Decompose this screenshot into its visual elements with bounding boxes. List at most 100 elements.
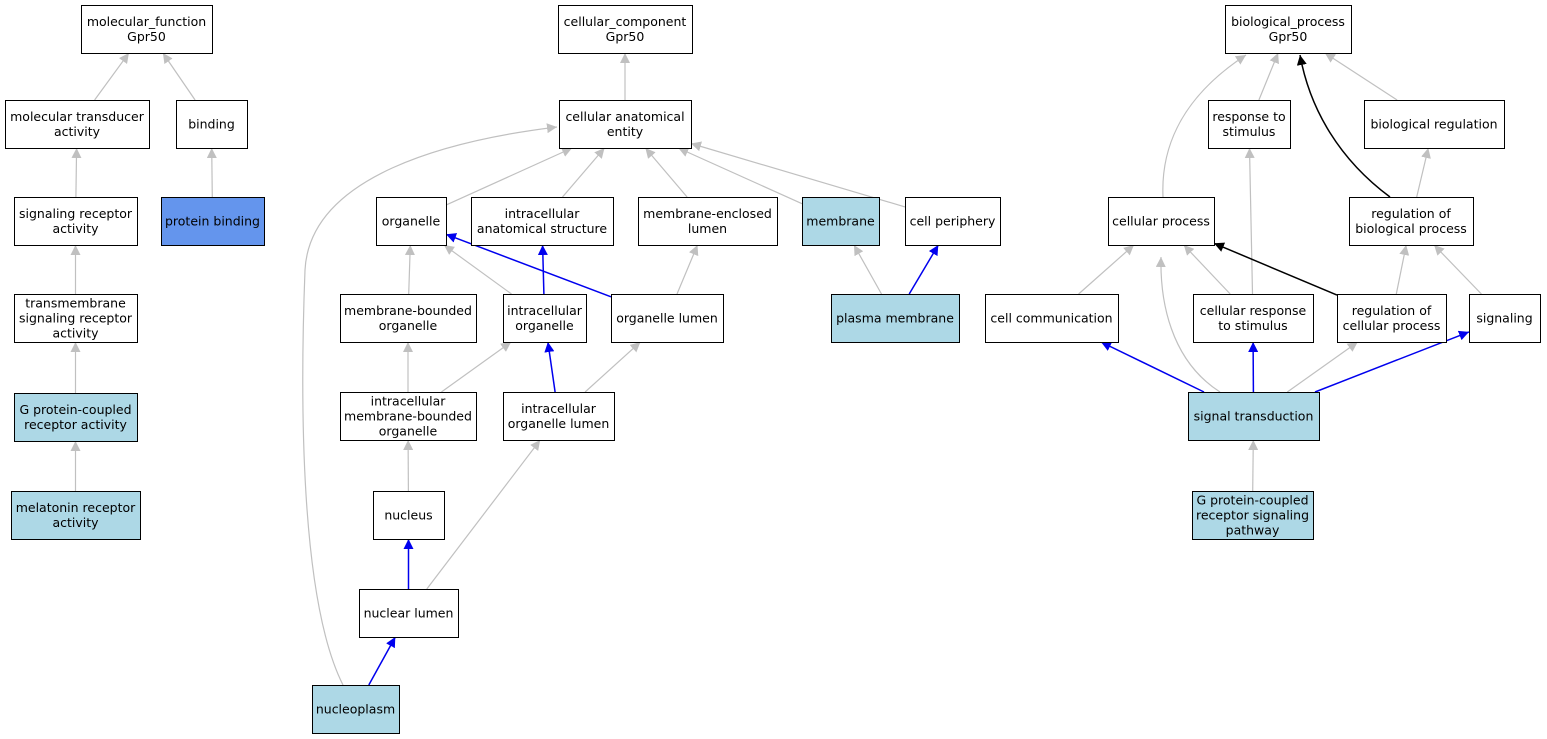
node-label-line: Gpr50 [1269, 29, 1308, 44]
node-box[interactable] [176, 100, 248, 149]
node-organelle[interactable]: organelle [376, 197, 447, 246]
node-label-line: stimulus [1223, 124, 1276, 139]
node-label-line: nucleoplasm [316, 702, 395, 717]
node-box[interactable] [11, 491, 141, 540]
node-pm[interactable]: plasma membrane [831, 294, 960, 343]
node-box[interactable] [312, 685, 400, 734]
node-label-line: membrane [806, 214, 875, 229]
node-label-line: plasma membrane [836, 311, 954, 326]
node-box[interactable] [611, 294, 724, 343]
node-box[interactable] [161, 197, 265, 246]
node-ol[interactable]: organelle lumen [611, 294, 724, 343]
node-box[interactable] [14, 197, 138, 246]
edge-pm-to-cp [908, 244, 939, 295]
node-box[interactable] [376, 197, 447, 246]
node-label-line: biological regulation [1370, 117, 1497, 132]
node-signaling[interactable]: signaling [1469, 294, 1541, 343]
node-nucleus[interactable]: nucleus [373, 491, 445, 540]
node-box[interactable] [340, 392, 477, 441]
node-box[interactable] [340, 294, 477, 343]
edge-ol-to-mel [676, 244, 699, 295]
node-label-line: intracellular [507, 303, 583, 318]
node-membrane[interactable]: membrane [802, 197, 880, 246]
node-box[interactable] [359, 589, 459, 638]
node-label-line: response to [1212, 109, 1285, 124]
edge-st-to-ccomm [1100, 341, 1205, 393]
node-label-line: cellular response [1200, 303, 1307, 318]
node-box[interactable] [1349, 197, 1474, 246]
edge-pb-to-binding [206, 147, 217, 198]
node-box[interactable] [373, 491, 445, 540]
node-cellp[interactable]: cellular process [1108, 197, 1215, 246]
node-st[interactable]: signal transduction [1188, 392, 1320, 441]
node-label-line: regulation of [1371, 206, 1451, 221]
edge-np-to-cae [302, 123, 558, 686]
node-box[interactable] [14, 393, 138, 442]
node-box[interactable] [503, 392, 615, 441]
node-box[interactable] [1208, 100, 1291, 149]
node-ccomm[interactable]: cell communication [985, 294, 1119, 343]
node-box[interactable] [905, 197, 1001, 246]
node-label-line: anatomical structure [477, 221, 607, 236]
node-box[interactable] [1188, 392, 1320, 441]
edge-cp-to-cae [690, 141, 906, 208]
node-pb[interactable]: protein binding [161, 197, 265, 246]
edge-st-to-rocp [1286, 341, 1359, 393]
node-label-line: organelle lumen [508, 416, 610, 431]
edge-organelle-to-cae [445, 147, 573, 206]
node-box[interactable] [503, 294, 587, 343]
node-br[interactable]: biological regulation [1364, 100, 1505, 149]
node-box[interactable] [1225, 5, 1352, 54]
node-label-line: signaling [1476, 311, 1532, 326]
node-box[interactable] [1469, 294, 1541, 343]
node-box[interactable] [1337, 294, 1447, 343]
node-box[interactable] [1364, 100, 1505, 149]
edge-rts-to-bp [1258, 52, 1279, 101]
node-box[interactable] [14, 294, 138, 343]
node-box[interactable] [1108, 197, 1215, 246]
node-box[interactable] [558, 5, 693, 54]
node-box[interactable] [831, 294, 960, 343]
node-label-line: pathway [1226, 523, 1280, 538]
node-cp[interactable]: cell periphery [905, 197, 1001, 246]
node-label-line: membrane-enclosed [643, 206, 772, 221]
node-label-line: to stimulus [1218, 318, 1287, 333]
node-box[interactable] [638, 197, 778, 246]
node-np[interactable]: nucleoplasm [312, 685, 400, 734]
node-label-line: cellular process [1112, 214, 1210, 229]
node-box[interactable] [81, 5, 213, 54]
node-box[interactable] [985, 294, 1119, 343]
node-nl[interactable]: nuclear lumen [359, 589, 459, 638]
node-binding[interactable]: binding [176, 100, 248, 149]
node-label-line: lumen [688, 221, 727, 236]
node-label-line: transmembrane [25, 296, 126, 311]
node-box[interactable] [559, 100, 692, 149]
edge-robp-to-bp [1296, 54, 1391, 198]
node-box[interactable] [471, 197, 614, 246]
node-box[interactable] [1193, 294, 1314, 343]
node-box[interactable] [1192, 491, 1314, 540]
node-box[interactable] [802, 197, 880, 246]
node-label-line: binding [188, 117, 235, 132]
node-box[interactable] [5, 100, 150, 149]
